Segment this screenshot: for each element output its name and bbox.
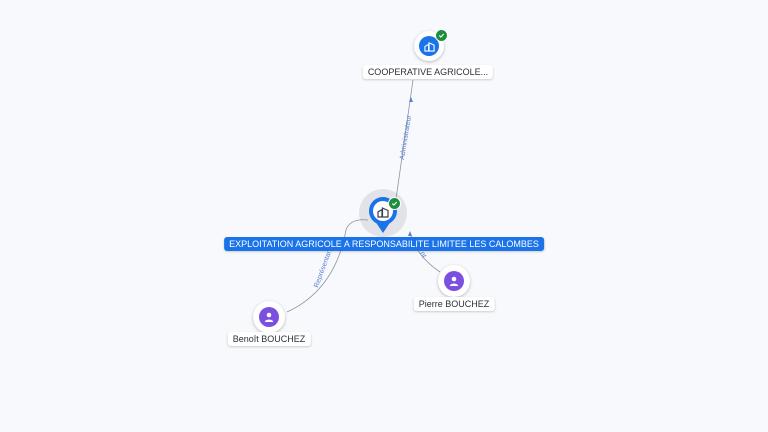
node-label-main[interactable]: EXPLOITATION AGRICOLE A RESPONSABILITE L… [224,237,544,251]
edge-label-pierre: nt [418,251,427,259]
node-label-cooperative[interactable]: COOPERATIVE AGRICOLE... [362,65,494,79]
person-icon [259,307,279,327]
edge-label-representant: Représentant [313,247,334,289]
verified-badge-icon [388,197,401,210]
node-benoit[interactable] [253,301,285,333]
node-label-benoit[interactable]: Benoît BOUCHEZ [227,332,311,346]
edge-arrow [409,97,413,102]
edge-representant [286,219,369,313]
node-label-pierre[interactable]: Pierre BOUCHEZ [413,297,495,311]
building-icon [377,205,389,218]
edge-arrow [408,231,412,236]
person-icon [444,271,464,291]
verified-badge-icon [435,29,448,42]
node-cooperative[interactable] [414,29,448,61]
node-pierre[interactable] [438,265,470,297]
building-icon [419,36,439,56]
node-main[interactable] [359,189,407,237]
edge-label-administrateur: Administrateur [399,114,413,160]
